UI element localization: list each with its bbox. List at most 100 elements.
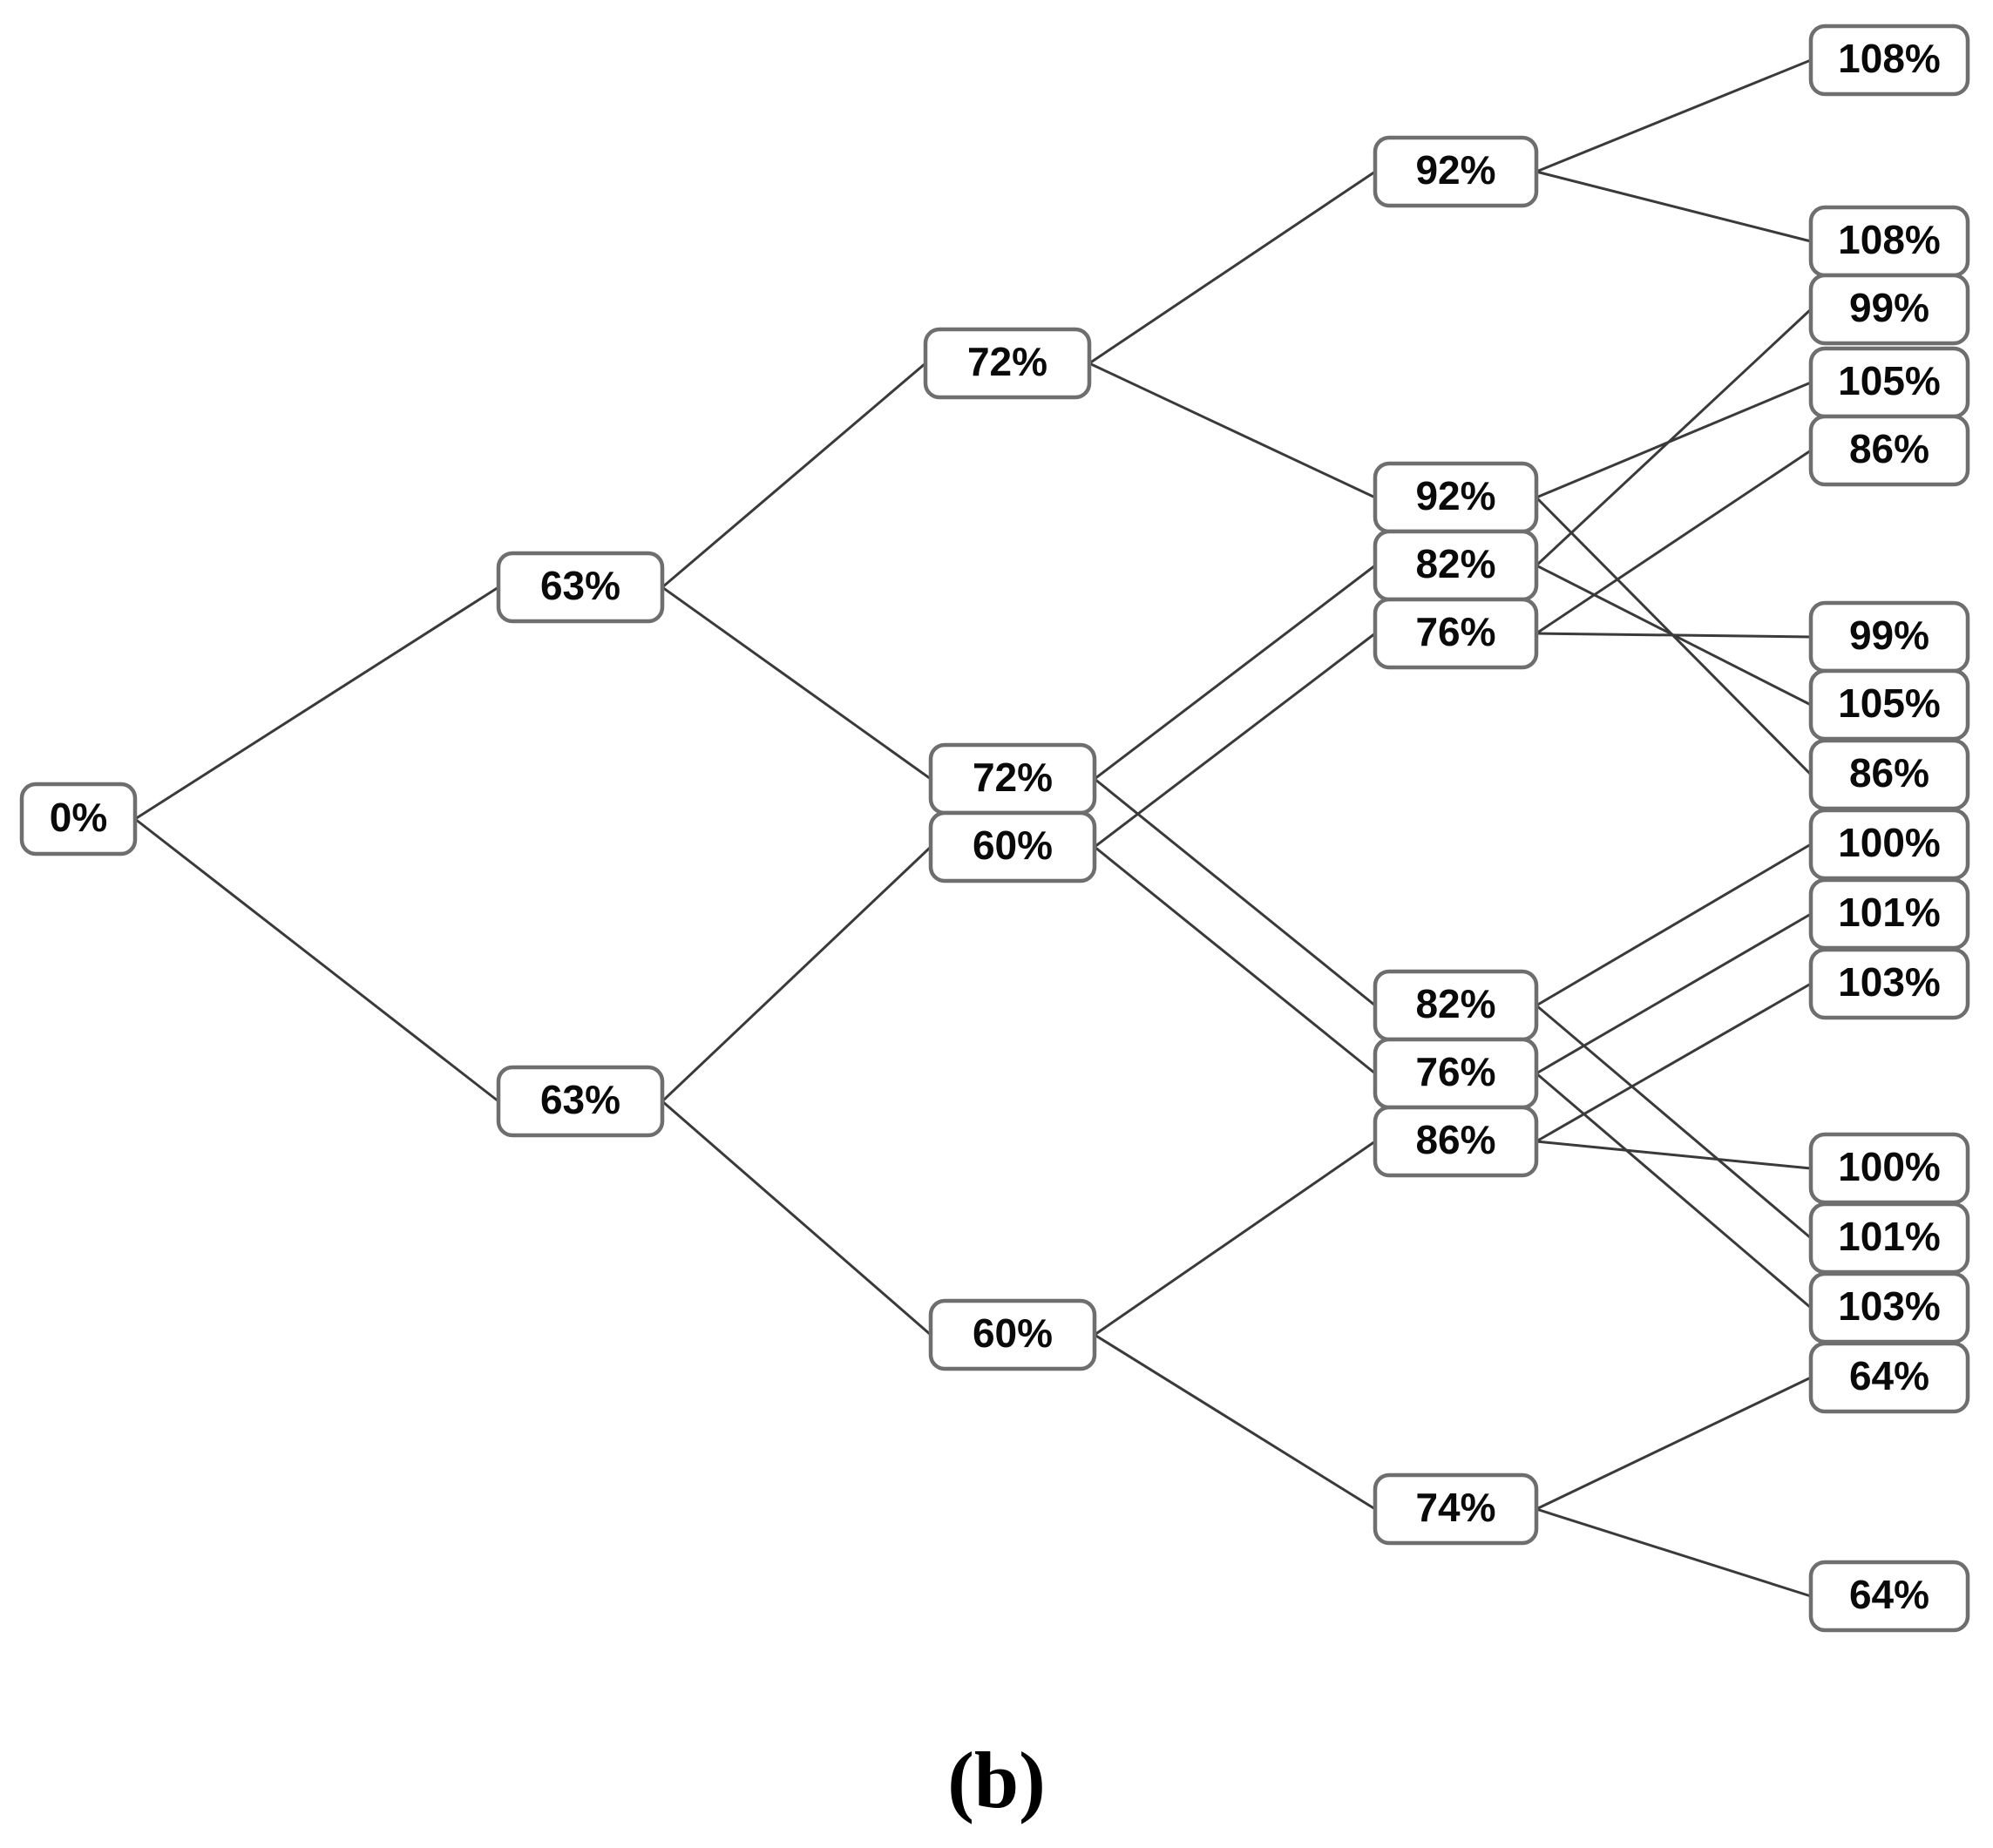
tree-node-box — [1373, 1472, 1539, 1546]
tree-node-box — [1808, 947, 1970, 1020]
tree-node-label: 0% — [50, 795, 107, 840]
nodes-layer: 0% 63% 63% 72% 72% 60% 60% 92% 92% 82% 76% 82% 76% 86… — [19, 24, 1970, 1633]
tree-node-box — [923, 327, 1092, 400]
tree-node-label: 99% — [1849, 613, 1929, 658]
tree-node-label: 86% — [1849, 750, 1929, 795]
tree-node-label: 64% — [1849, 1572, 1929, 1617]
tree-node[interactable]: 0% — [19, 782, 138, 856]
tree-node-label: 63% — [540, 563, 620, 608]
tree-edge — [1535, 58, 1812, 173]
tree-node[interactable]: 103% — [1808, 947, 1970, 1020]
tree-node[interactable]: 76% — [1373, 597, 1539, 670]
tree-edge — [1535, 843, 1812, 1007]
tree-node[interactable]: 86% — [1808, 738, 1970, 811]
tree-node-label: 63% — [540, 1077, 620, 1122]
tree-edge — [1535, 170, 1812, 243]
tree-node[interactable]: 103% — [1808, 1271, 1970, 1344]
tree-node[interactable]: 64% — [1808, 1341, 1970, 1414]
tree-edge — [661, 1100, 932, 1337]
tree-node-box — [928, 810, 1097, 883]
tree-node-label: 74% — [1415, 1485, 1495, 1530]
tree-node[interactable]: 99% — [1808, 600, 1970, 674]
tree-node-box — [1808, 24, 1970, 97]
tree-node-label: 105% — [1838, 358, 1941, 403]
tree-node[interactable]: 100% — [1808, 1132, 1970, 1205]
tree-edge — [1535, 1376, 1812, 1511]
tree-node-label: 92% — [1415, 147, 1495, 193]
tree-node[interactable]: 60% — [928, 1298, 1097, 1371]
tree-node-box — [928, 1298, 1097, 1371]
tree-node-box — [496, 551, 665, 624]
tree-node[interactable]: 92% — [1373, 461, 1539, 534]
tree-node-label: 82% — [1415, 541, 1495, 586]
tree-edge — [661, 845, 932, 1103]
tree-edge — [661, 362, 926, 589]
tree-node-label: 76% — [1415, 1049, 1495, 1094]
tree-node-label: 103% — [1838, 959, 1941, 1005]
tree-edge — [1094, 564, 1376, 781]
tree-node-box — [1808, 1341, 1970, 1414]
tree-edge — [1535, 1004, 1812, 1240]
tree-edge — [1535, 308, 1813, 567]
tree-node-label: 64% — [1849, 1353, 1929, 1398]
tree-node-label: 92% — [1415, 473, 1495, 518]
tree-edge — [661, 586, 932, 781]
tree-node[interactable]: 86% — [1808, 414, 1970, 487]
tree-node[interactable]: 108% — [1808, 24, 1970, 97]
tree-node-label: 108% — [1838, 217, 1941, 262]
tree-node[interactable]: 82% — [1373, 529, 1539, 602]
tree-node-label: 99% — [1849, 285, 1929, 330]
tree-node-box — [19, 782, 138, 856]
tree-node[interactable]: 64% — [1808, 1560, 1970, 1633]
figure-caption: (b) — [947, 1736, 1046, 1824]
tree-node[interactable]: 63% — [496, 551, 665, 624]
tree-edge — [1088, 170, 1376, 365]
tree-edge — [134, 586, 499, 821]
tree-edge — [1535, 982, 1812, 1143]
tree-node-label: 60% — [973, 822, 1053, 868]
tree-edge — [1535, 449, 1812, 635]
tree-node-box — [1808, 414, 1970, 487]
tree-node-label: 86% — [1415, 1117, 1495, 1162]
tree-node-label: 72% — [967, 339, 1047, 384]
tree-node[interactable]: 60% — [928, 810, 1097, 883]
tree-edge — [1094, 1140, 1376, 1337]
tree-edge — [134, 817, 499, 1103]
tree-node[interactable]: 63% — [496, 1065, 665, 1138]
tree-node-box — [1373, 1105, 1539, 1178]
tree-edge — [1535, 912, 1812, 1075]
tree-node-label: 86% — [1849, 426, 1929, 471]
tree-edge — [1535, 632, 1812, 639]
tree-edge — [1535, 1140, 1812, 1170]
tree-edge — [1535, 1072, 1812, 1310]
tree-node[interactable]: 92% — [1373, 135, 1539, 208]
tree-node-label: 72% — [973, 755, 1053, 800]
tree-node[interactable]: 108% — [1808, 205, 1970, 278]
tree-node[interactable]: 74% — [1373, 1472, 1539, 1546]
tree-node[interactable]: 101% — [1808, 1202, 1970, 1275]
tree-node[interactable]: 99% — [1808, 273, 1970, 346]
tree-node-label: 108% — [1838, 36, 1941, 81]
tree-node[interactable]: 105% — [1808, 668, 1970, 741]
tree-node[interactable]: 101% — [1808, 877, 1970, 951]
tree-node[interactable]: 105% — [1808, 346, 1970, 419]
tree-node-label: 105% — [1838, 680, 1941, 726]
tree-node[interactable]: 72% — [923, 327, 1092, 400]
tree-edge — [1094, 1333, 1376, 1511]
tree-edge — [1535, 381, 1812, 499]
tree-node[interactable]: 72% — [928, 742, 1097, 816]
tree-node-label: 100% — [1838, 820, 1941, 865]
tree-node-box — [496, 1065, 665, 1138]
tree-node-label: 101% — [1838, 890, 1941, 935]
tree-node[interactable]: 82% — [1373, 969, 1539, 1042]
edges-layer — [134, 58, 1813, 1598]
tree-node-label: 60% — [973, 1310, 1053, 1356]
tree-node-label: 100% — [1838, 1144, 1941, 1189]
tree-node-box — [1808, 273, 1970, 346]
tree-edge — [1535, 1507, 1812, 1598]
tree-node[interactable]: 76% — [1373, 1037, 1539, 1110]
tree-node[interactable]: 86% — [1373, 1105, 1539, 1178]
tree-node[interactable]: 100% — [1808, 808, 1970, 881]
tree-node-box — [1808, 1560, 1970, 1633]
